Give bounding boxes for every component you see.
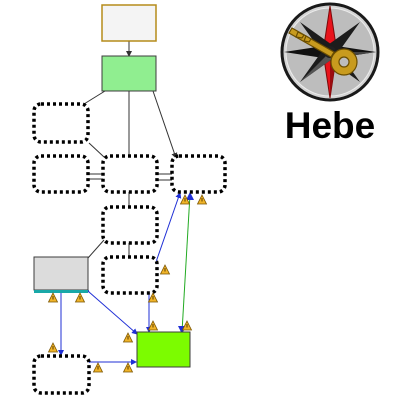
node-placeholder-center[interactable]	[101, 154, 159, 194]
compass-key-logo-icon	[280, 2, 380, 102]
connector-lower-to-right	[151, 192, 182, 268]
node-gray-body	[33, 256, 89, 291]
warning-triangle-icon	[122, 362, 134, 373]
connector-gray-to-lime	[83, 286, 138, 335]
node-placeholder-lower[interactable]	[101, 255, 159, 295]
app-name: Hebe	[284, 105, 376, 146]
warning-triangle-icon	[179, 194, 191, 205]
connector-right-to-lime	[181, 193, 191, 333]
node-top[interactable]	[101, 4, 157, 42]
warning-triangle-icon	[122, 332, 134, 343]
black-connectors	[83, 37, 178, 259]
warning-triangle-icon	[92, 362, 104, 373]
node-green[interactable]	[101, 55, 157, 92]
connector-mid-to-gray	[87, 239, 105, 259]
warning-triangle-icon	[181, 320, 193, 331]
node-gray-band	[34, 290, 88, 293]
connector-green-to-right	[152, 90, 178, 159]
warning-triangle-icon	[47, 292, 59, 303]
node-lime[interactable]	[136, 331, 191, 368]
diagram-nodes	[32, 4, 227, 395]
connector-right-to-lime-tail	[186, 192, 194, 200]
warning-triangle-icon	[147, 320, 159, 331]
node-placeholder-right[interactable]	[170, 154, 227, 194]
warning-triangle-icon	[47, 342, 59, 353]
connector-green-to-left-1	[83, 90, 106, 105]
warning-triangle-icon	[74, 292, 86, 303]
node-placeholder-left-1[interactable]	[32, 102, 90, 144]
node-placeholder-bottom[interactable]	[32, 354, 91, 395]
warning-triangle-icon	[147, 292, 159, 303]
node-placeholder-left-2[interactable]	[32, 154, 90, 194]
connector-left-1-to-center	[88, 142, 105, 158]
warning-triangle-icon	[159, 264, 171, 275]
brand-block: Hebe	[262, 0, 398, 150]
node-placeholder-mid[interactable]	[101, 205, 159, 245]
node-gray[interactable]	[33, 256, 89, 293]
warning-triangle-icon	[196, 194, 208, 205]
warning-markers	[47, 194, 208, 373]
